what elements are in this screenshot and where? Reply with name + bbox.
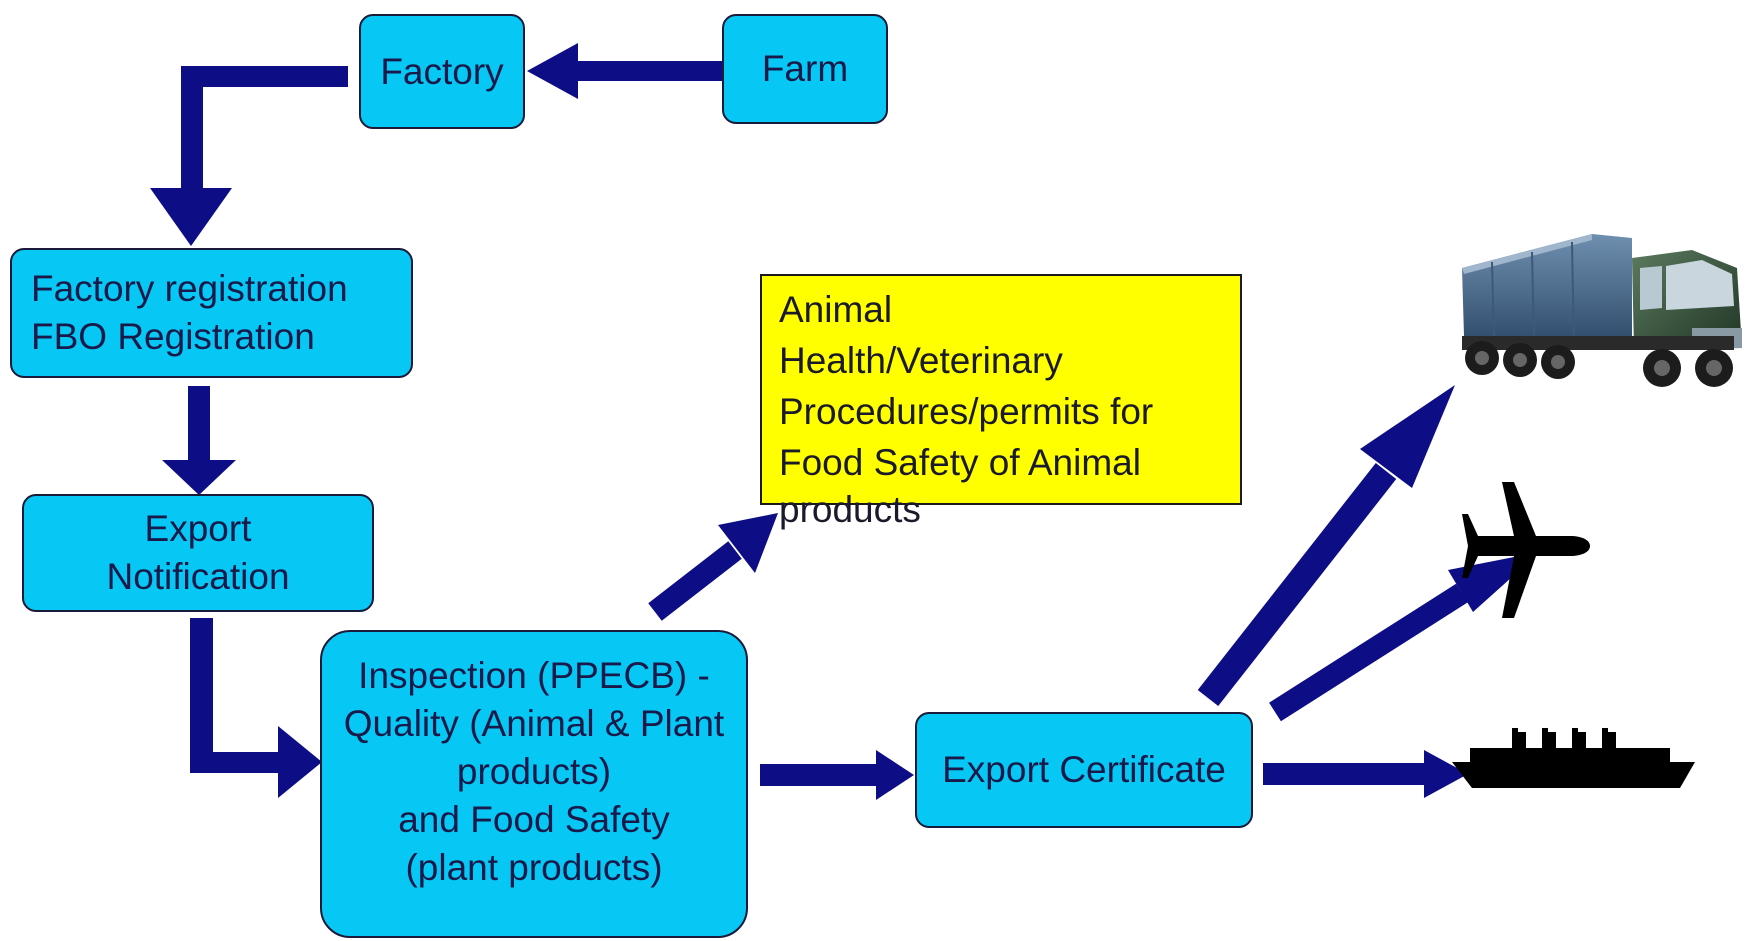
farm-box: Farm: [722, 14, 888, 124]
arrow-certificate-to-truck: [1197, 385, 1455, 707]
ship-icon: [1452, 728, 1695, 788]
inspection-line-2: Quality (Animal & Plant: [343, 703, 725, 744]
factory-registration-line-1: Factory registration: [31, 268, 348, 309]
arrow-inspection-to-certificate: [760, 750, 914, 800]
truck-icon: [1462, 234, 1742, 387]
arrow-registration-to-notification: [162, 386, 236, 495]
inspection-line-1: Inspection (PPECB) -: [358, 655, 710, 696]
inspection-line-5: (plant products): [405, 847, 663, 888]
export-certificate-label: Export Certificate: [942, 749, 1226, 790]
export-notification-line-1: Export: [144, 508, 252, 549]
factory-box: Factory: [359, 14, 525, 129]
export-certificate-box: Export Certificate: [915, 712, 1253, 828]
factory-label: Factory: [380, 50, 504, 92]
animal-health-line-1: Animal: [779, 289, 893, 330]
factory-registration-line-2: FBO Registration: [31, 316, 315, 357]
arrow-factory-to-registration: [150, 66, 348, 246]
airplane-icon: [1462, 482, 1590, 618]
export-notification-box: Export Notification: [22, 494, 374, 612]
arrow-certificate-to-ship: [1263, 750, 1468, 798]
factory-registration-box: Factory registration FBO Registration: [10, 248, 413, 378]
inspection-line-4: and Food Safety: [398, 799, 670, 840]
inspection-box: Inspection (PPECB) - Quality (Animal & P…: [320, 630, 748, 938]
export-notification-line-2: Notification: [106, 556, 290, 597]
animal-health-line-2: Health/Veterinary: [779, 340, 1063, 381]
arrow-farm-to-factory: [527, 43, 726, 99]
animal-health-line-4: Food Safety of Animal: [779, 442, 1141, 483]
animal-health-note: Animal Health/Veterinary Procedures/perm…: [760, 274, 1242, 530]
animal-health-line-5: products: [779, 489, 921, 530]
farm-label: Farm: [761, 48, 849, 89]
arrow-inspection-to-animal-health: [648, 513, 778, 621]
animal-health-line-3: Procedures/permits for: [779, 391, 1154, 432]
arrow-notification-to-inspection: [190, 618, 322, 798]
inspection-line-3: products): [456, 751, 612, 792]
